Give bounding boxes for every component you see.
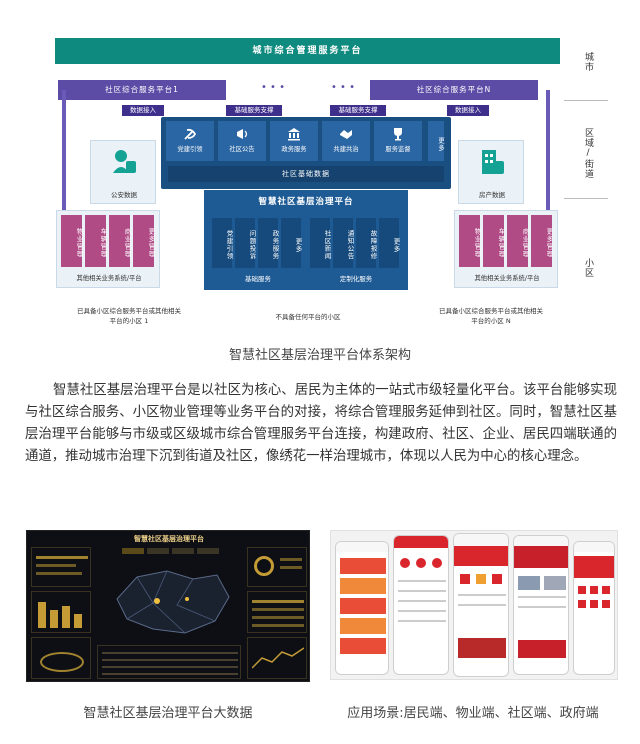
side-label-community: 小区 <box>583 258 593 278</box>
community-platform-n: 社区综合服务平台N <box>370 80 538 100</box>
basic-service-item: 更多 <box>281 218 302 268</box>
dashboard-table <box>97 645 241 679</box>
phone-extra <box>573 541 615 675</box>
basic-services-label: 基础服务 <box>245 275 271 283</box>
module-row: 党建引领 社区公告 政务服务 共建共治 服务监督 更多 <box>166 121 446 161</box>
architecture-diagram: 城市 区域/街道 小区 城市综合管理服务平台 社区综合服务平台1 • • • •… <box>48 30 608 335</box>
dashboard-panel <box>31 547 91 587</box>
dashboard-panel <box>247 547 307 587</box>
dashboard-tab[interactable] <box>147 548 169 554</box>
module-label: 党建引领 <box>177 146 203 153</box>
side-label-city: 城市 <box>583 52 593 72</box>
trophy-icon <box>391 126 405 141</box>
arrow <box>62 90 66 270</box>
dashboard-panel <box>31 637 91 679</box>
module-2: 社区公告 <box>218 121 266 161</box>
dashboard-caption: 智慧社区基层治理平台大数据 <box>83 706 253 721</box>
data-access-right: 数据接入 <box>447 105 489 116</box>
basic-service-item: 党建引领 <box>212 218 233 268</box>
dashboard-tab[interactable] <box>172 548 194 554</box>
custom-service-item: 通知公告 <box>333 218 354 268</box>
module-more: 更多 <box>428 121 444 161</box>
custom-services-group: 社区新闻通知公告故障报修更多 <box>310 218 402 268</box>
diagram-caption: 智慧社区基层治理平台体系架构 <box>228 348 411 363</box>
party-icon <box>183 126 197 140</box>
right-property-items: 物业管理车辆管理商业管理更多管理 <box>459 215 555 267</box>
basic-service-item: 政务服务 <box>258 218 279 268</box>
dashboard-map <box>97 559 241 643</box>
left-property-item: 车辆管理 <box>85 215 107 267</box>
module-1: 党建引领 <box>166 121 214 161</box>
arrow <box>546 90 550 270</box>
dashboard-panel <box>31 591 91 633</box>
right-note: 已具备小区综合服务平台或其他相关平台的小区 N <box>439 307 543 325</box>
intro-paragraph: 智慧社区基层治理平台是以社区为核心、居民为主体的一站式市级轻量化平台。该平台能够… <box>25 383 617 464</box>
custom-service-item: 社区新闻 <box>310 218 331 268</box>
custom-service-item: 故障报修 <box>356 218 377 268</box>
module-3: 政务服务 <box>270 121 318 161</box>
app-screenshots <box>330 530 618 680</box>
module-label: 共建共治 <box>333 146 359 153</box>
basic-services-group: 党建引领问题投诉政务服务更多 <box>212 218 304 268</box>
house-data-box: 房产数据 <box>458 140 524 204</box>
dashboard-panel <box>247 637 307 679</box>
right-property-item: 更多管理 <box>531 215 553 267</box>
left-note: 已具备小区综合服务平台或其他相关平台的小区 1 <box>77 307 181 325</box>
dashboard-panel <box>247 591 307 633</box>
left-property-group: 物业管理车辆管理商业管理更多管理 其他相关业务系统/平台 <box>56 210 160 288</box>
divider <box>564 100 608 101</box>
right-other-systems: 其他相关业务系统/平台 <box>474 275 540 282</box>
module-5: 服务监督 <box>374 121 422 161</box>
data-access-left: 数据接入 <box>122 105 164 116</box>
dashboard-tab[interactable] <box>197 548 219 554</box>
base-data-bar: 社区基础数据 <box>168 166 444 182</box>
right-property-item: 物业管理 <box>459 215 481 267</box>
phone-resident <box>335 541 389 675</box>
divider <box>564 198 608 199</box>
core-platform: 智慧社区基层治理平台 党建引领问题投诉政务服务更多 基础服务 社区新闻通知公告故… <box>204 190 408 290</box>
module-label: 服务监督 <box>385 146 411 153</box>
module-4: 共建共治 <box>322 121 370 161</box>
right-property-group: 物业管理车辆管理商业管理更多管理 其他相关业务系统/平台 <box>454 210 558 288</box>
left-property-item: 商业管理 <box>109 215 131 267</box>
left-property-item: 物业管理 <box>61 215 83 267</box>
apps-caption: 应用场景:居民端、物业端、社区端、政府端 <box>347 706 599 721</box>
building-icon <box>479 147 505 177</box>
phone-community <box>453 533 509 677</box>
basic-service-item: 问题投诉 <box>235 218 256 268</box>
module-label: 政务服务 <box>281 146 307 153</box>
house-data-label: 房产数据 <box>479 191 505 199</box>
left-property-item: 更多管理 <box>133 215 155 267</box>
side-label-district: 区域/街道 <box>583 127 593 179</box>
basic-support-left: 基础服务支撑 <box>226 105 282 116</box>
left-other-systems: 其他相关业务系统/平台 <box>76 275 142 282</box>
phone-property <box>393 535 449 675</box>
dots: • • • <box>260 82 286 93</box>
dots: • • • <box>330 82 356 93</box>
basic-support-right: 基础服务支撑 <box>330 105 386 116</box>
dashboard-screenshot: 智慧社区基层治理平台 <box>26 530 310 682</box>
dashboard-tab-row <box>122 548 219 554</box>
dashboard-tab[interactable] <box>122 548 144 554</box>
right-property-item: 商业管理 <box>507 215 529 267</box>
right-property-item: 车辆管理 <box>483 215 505 267</box>
custom-services-label: 定制化服务 <box>339 275 373 283</box>
custom-service-item: 更多 <box>379 218 400 268</box>
government-icon <box>287 126 301 141</box>
dashboard-title: 智慧社区基层治理平台 <box>134 535 204 543</box>
city-platform-bar: 城市综合管理服务平台 <box>55 38 560 64</box>
megaphone-icon <box>235 126 249 140</box>
left-property-items: 物业管理车辆管理商业管理更多管理 <box>61 215 157 267</box>
police-data-box: 公安数据 <box>90 140 156 204</box>
center-note: 不具备任何平台的小区 <box>275 313 341 321</box>
community-platform-1: 社区综合服务平台1 <box>58 80 226 100</box>
module-label: 社区公告 <box>229 146 255 153</box>
police-icon <box>111 147 137 177</box>
phone-government <box>513 535 569 675</box>
core-title: 智慧社区基层治理平台 <box>258 197 354 207</box>
police-data-label: 公安数据 <box>111 191 137 199</box>
handshake-icon <box>339 126 353 140</box>
